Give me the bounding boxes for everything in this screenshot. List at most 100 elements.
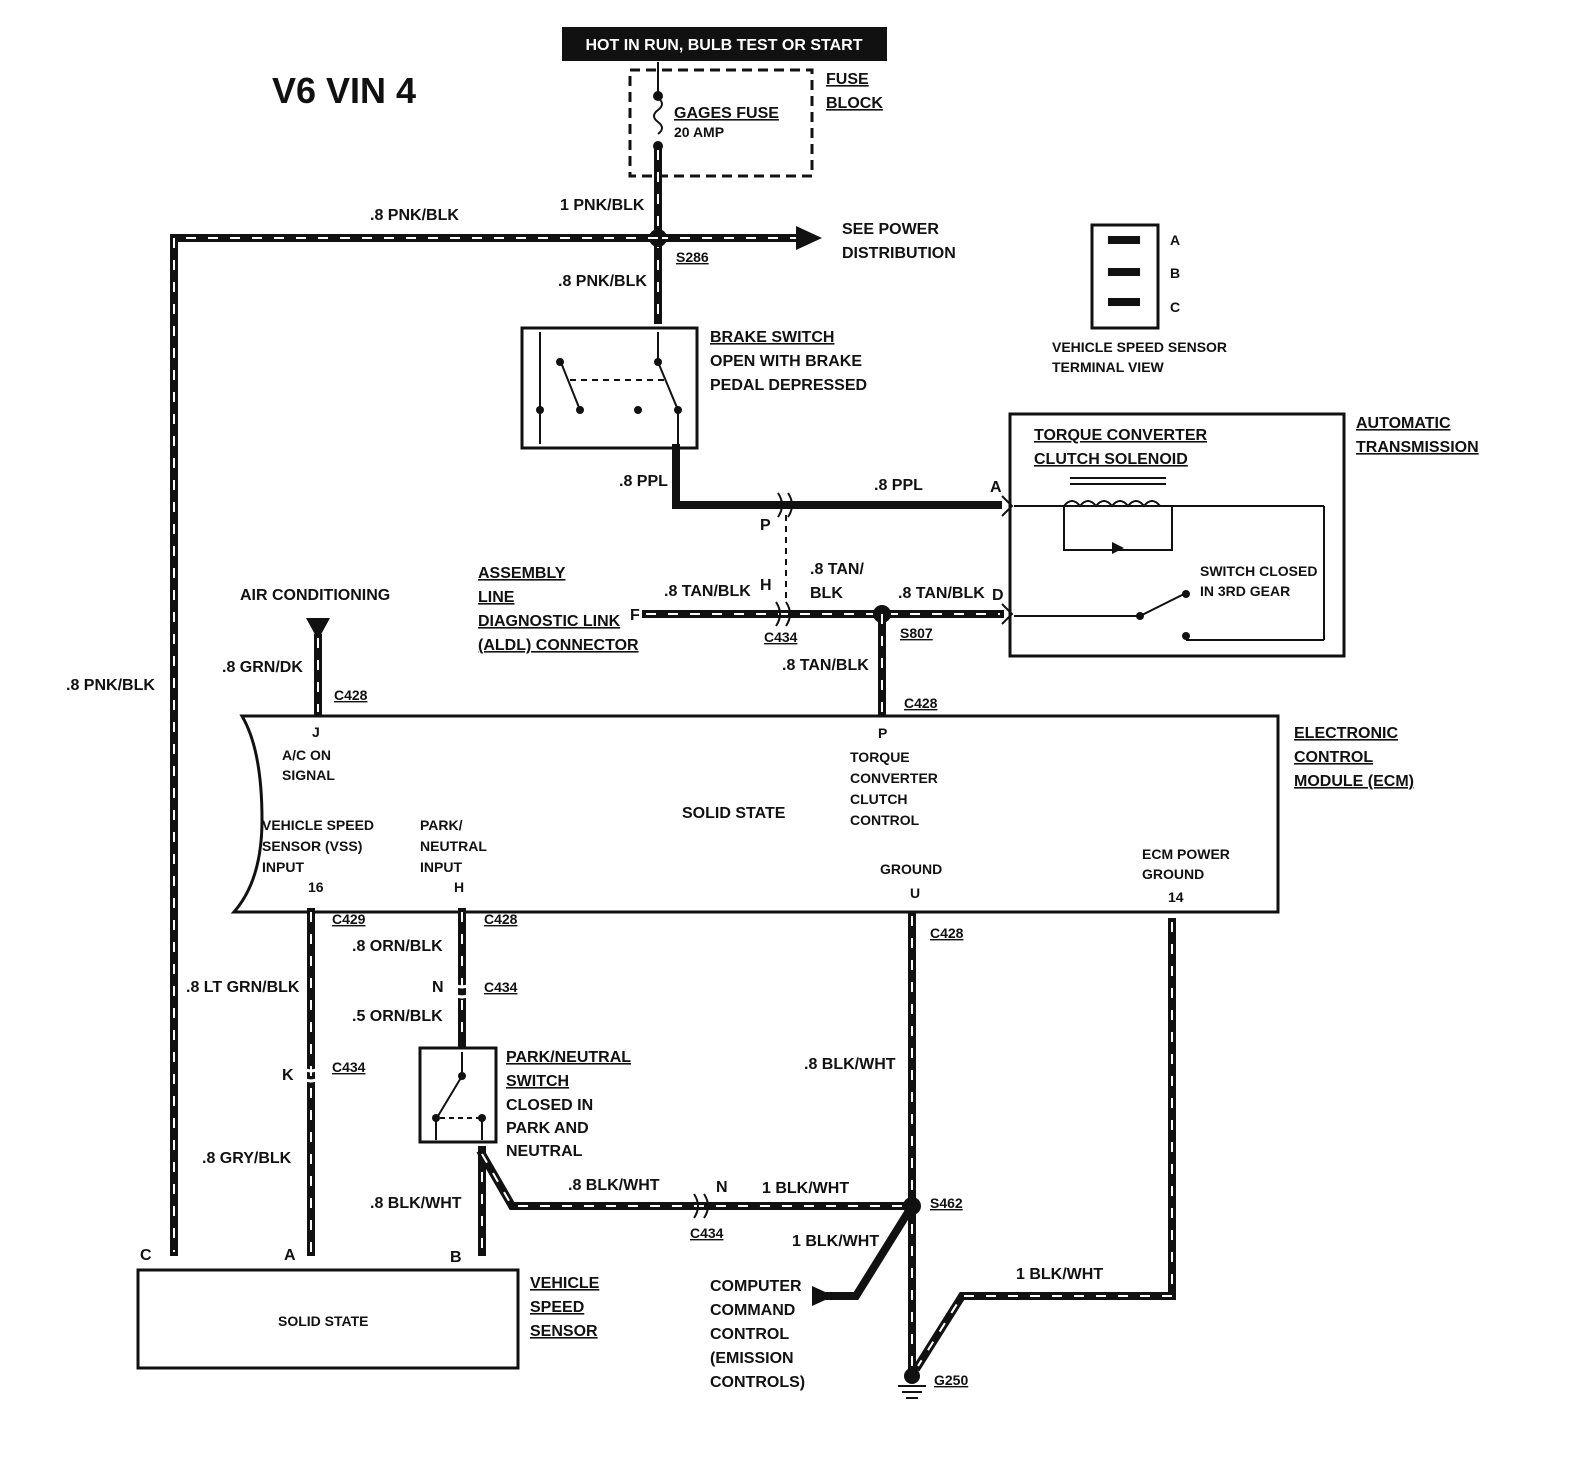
vss-pin-c: C — [140, 1247, 152, 1264]
ecm-pn-input-1: PARK/ — [420, 817, 463, 833]
power-banner-text: HOT IN RUN, BULB TEST OR START — [585, 37, 862, 54]
connector-c434-a: C434 — [764, 629, 798, 645]
ccc-label-5: CONTROLS) — [710, 1374, 805, 1391]
see-power-2: DISTRIBUTION — [842, 245, 956, 262]
tcc-switch-label-2: IN 3RD GEAR — [1200, 583, 1290, 599]
ecm-vss-input-3: INPUT — [262, 859, 304, 875]
connector-p: P — [760, 517, 771, 534]
vss-label-1: VEHICLE — [530, 1275, 600, 1292]
pn-switch-label-2: SWITCH — [506, 1073, 569, 1090]
vss-terminal-pin-a: A — [1170, 232, 1180, 248]
connector-h: H — [760, 577, 772, 594]
wire-label-tan-blk-mid-2: BLK — [810, 585, 843, 602]
fuse-block-label-1: FUSE — [826, 71, 869, 88]
vss-solid-state: SOLID STATE — [278, 1313, 368, 1329]
air-conditioning-label: AIR CONDITIONING — [240, 587, 390, 604]
transmission-pin-d: D — [992, 587, 1004, 604]
ecm-ac-signal-2: SIGNAL — [282, 767, 335, 783]
wire-blk-wht-to-s462 — [476, 1148, 916, 1210]
aldl-label-1: ASSEMBLY — [478, 565, 566, 582]
wire-label-tan-blk-right: .8 TAN/BLK — [898, 585, 985, 602]
ecm-label-2: CONTROL — [1294, 749, 1373, 766]
splice-s286-label: S286 — [676, 249, 709, 265]
aldl-label-2: LINE — [478, 589, 515, 606]
connector-n-bottom: N — [716, 1179, 728, 1196]
connector-c428-a: C428 — [904, 695, 938, 711]
wire-blk-wht-ecm-ground — [912, 918, 1176, 1372]
pn-switch-label-1: PARK/NEUTRAL — [506, 1049, 631, 1066]
tcc-switch-label-1: SWITCH CLOSED — [1200, 563, 1317, 579]
vss-terminal-label-1: VEHICLE SPEED SENSOR — [1052, 339, 1227, 355]
vss-terminal-pin-c: C — [1170, 299, 1180, 315]
wire-label-blk-wht-1-right: 1 BLK/WHT — [1016, 1266, 1103, 1283]
fuse-icon — [653, 97, 663, 135]
diode-icon — [1112, 542, 1124, 554]
pn-switch-label-4: PARK AND — [506, 1120, 589, 1137]
brake-switch-label-2: OPEN WITH BRAKE — [710, 353, 862, 370]
wire-to-ccc — [824, 1200, 918, 1300]
ecm-ac-signal-1: A/C ON — [282, 747, 331, 763]
ecm-pin-h: H — [454, 879, 464, 895]
wire-label-blk-wht-gnd: .8 BLK/WHT — [804, 1056, 896, 1073]
vehicle-speed-sensor — [136, 1268, 520, 1370]
wire-label-ppl-left: .8 PPL — [619, 473, 668, 490]
connector-c428-c: C428 — [484, 911, 518, 927]
power-banner — [562, 27, 887, 61]
aldl-label-3: DIAGNOSTIC LINK — [478, 613, 621, 630]
connector-c434-c: C434 — [332, 1059, 366, 1075]
arrow-icon — [796, 226, 822, 250]
connector-c428-b: C428 — [334, 687, 368, 703]
ecm-solid-state: SOLID STATE — [682, 805, 786, 822]
wire-label-blk-wht-vss: .8 BLK/WHT — [370, 1195, 462, 1212]
wire-label-blk-wht-mid: .8 BLK/WHT — [568, 1177, 660, 1194]
wire-label-orn-blk-08: .8 ORN/BLK — [352, 938, 443, 955]
fuse-block-label-2: BLOCK — [826, 95, 883, 112]
connector-c434-b: C434 — [484, 979, 518, 995]
ecm-tcc-4: CONTROL — [850, 812, 920, 828]
ecm-vss-input-1: VEHICLE SPEED — [262, 817, 374, 833]
ecm-vss-input-2: SENSOR (VSS) — [262, 838, 362, 854]
ecm-pn-input-3: INPUT — [420, 859, 462, 875]
aldl-pin-f: F — [630, 607, 640, 624]
brake-switch — [520, 326, 699, 450]
transmission-label-1: AUTOMATIC — [1356, 415, 1451, 432]
transmission-label-2: TRANSMISSION — [1356, 439, 1479, 456]
tcc-solenoid-label-1: TORQUE CONVERTER — [1034, 427, 1208, 444]
connector-c428-d: C428 — [930, 925, 964, 941]
ccc-arrow-icon — [812, 1286, 834, 1306]
vss-label-3: SENSOR — [530, 1323, 598, 1340]
ecm-tcc-1: TORQUE — [850, 749, 910, 765]
pn-switch-label-5: NEUTRAL — [506, 1143, 583, 1160]
ac-input-arrow-icon — [306, 618, 330, 640]
brake-switch-label-1: BRAKE SWITCH — [710, 329, 834, 346]
ecm-tcc-2: CONVERTER — [850, 770, 938, 786]
ccc-label-3: CONTROL — [710, 1326, 789, 1343]
ground-icon — [898, 1368, 926, 1399]
fuse-name: GAGES FUSE — [674, 105, 779, 122]
ecm-pin-14: 14 — [1168, 889, 1184, 905]
wire-label-blk-wht-1a: 1 BLK/WHT — [762, 1180, 849, 1197]
ecm-power-ground-1: ECM POWER — [1142, 846, 1230, 862]
park-neutral-switch — [418, 1046, 498, 1144]
aldl-label-4: (ALDL) CONNECTOR — [478, 637, 639, 654]
brake-switch-label-3: PEDAL DEPRESSED — [710, 377, 867, 394]
vss-terminal-pin-b: B — [1170, 265, 1180, 281]
vss-label-2: SPEED — [530, 1299, 584, 1316]
connector-p-icon — [777, 492, 793, 518]
fuse-rating: 20 AMP — [674, 124, 724, 140]
wire-label-1-pnk-blk: 1 PNK/BLK — [560, 197, 645, 214]
splice-s807-label: S807 — [900, 625, 933, 641]
ground-g250-label: G250 — [934, 1372, 968, 1388]
vss-terminal-label-2: TERMINAL VIEW — [1052, 359, 1165, 375]
splice-s462-label: S462 — [930, 1195, 963, 1211]
wire-label-tan-blk-aldl: .8 TAN/BLK — [664, 583, 751, 600]
wire-label-lt-grn-blk: .8 LT GRN/BLK — [186, 979, 300, 996]
ecm-power-ground-2: GROUND — [1142, 866, 1204, 882]
wire-label-ppl-right: .8 PPL — [874, 477, 923, 494]
ecm-pn-input-2: NEUTRAL — [420, 838, 487, 854]
connector-c434-d: C434 — [690, 1225, 724, 1241]
ccc-label-2: COMMAND — [710, 1302, 795, 1319]
pn-switch-label-3: CLOSED IN — [506, 1097, 593, 1114]
vss-pin-b: B — [450, 1249, 462, 1266]
